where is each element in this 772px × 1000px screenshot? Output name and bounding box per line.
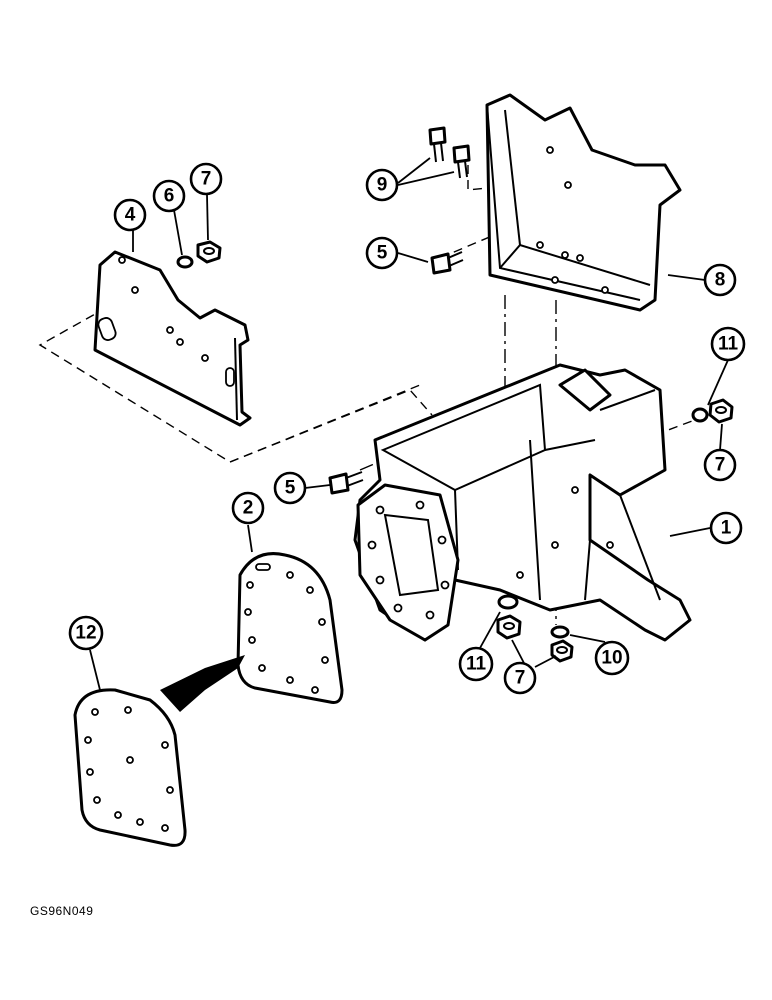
- svg-text:9: 9: [377, 175, 388, 196]
- nut-7-lower-icon: [496, 614, 522, 640]
- svg-text:6: 6: [164, 186, 175, 207]
- nut-7-lower-right-icon: [550, 639, 574, 663]
- callout-2: 2: [231, 491, 265, 525]
- callout-1: 1: [709, 511, 743, 545]
- svg-text:5: 5: [285, 478, 296, 499]
- nut-7-right-icon: [708, 398, 734, 424]
- svg-text:7: 7: [515, 668, 526, 689]
- figure-code: GS96N049: [30, 904, 94, 918]
- cover-plate-part: [236, 552, 344, 704]
- callout-10: 10: [594, 640, 630, 676]
- callout-11-lower: 11: [458, 646, 494, 682]
- callout-8: 8: [703, 263, 737, 297]
- callout-5-lower: 5: [273, 471, 307, 505]
- bolt-9a-icon: [428, 126, 447, 163]
- svg-text:1: 1: [721, 518, 732, 539]
- callout-7-lower: 7: [503, 661, 537, 695]
- washer-11-lower-icon: [497, 594, 519, 610]
- svg-text:4: 4: [125, 205, 136, 226]
- washer-10-icon: [550, 625, 570, 639]
- svg-text:11: 11: [718, 334, 739, 355]
- callout-11-right: 11: [710, 326, 746, 362]
- callout-9: 9: [365, 168, 399, 202]
- gasket-part: [73, 688, 187, 847]
- callout-7-right: 7: [703, 448, 737, 482]
- svg-text:7: 7: [201, 169, 212, 190]
- nut-7-upper-icon: [196, 240, 222, 264]
- leader-lines: [89, 157, 729, 691]
- callout-5-upper: 5: [365, 236, 399, 270]
- svg-text:5: 5: [377, 243, 388, 264]
- callout-7-upper: 7: [189, 162, 223, 196]
- callout-6: 6: [152, 179, 186, 213]
- bolt-5-lower-icon: [328, 471, 364, 495]
- svg-text:11: 11: [466, 654, 487, 675]
- gasket-arrow: [160, 655, 245, 712]
- upper-bracket-part: [485, 93, 682, 312]
- washer-11-right-icon: [691, 407, 709, 423]
- callout-12: 12: [68, 615, 104, 651]
- side-plate-part: [93, 250, 252, 427]
- callout-4: 4: [113, 198, 147, 232]
- washer-6-icon: [176, 255, 194, 269]
- svg-text:7: 7: [715, 455, 726, 476]
- svg-text:12: 12: [75, 623, 96, 644]
- main-frame-part: [353, 363, 692, 642]
- bolt-9b-icon: [452, 144, 471, 179]
- svg-text:10: 10: [601, 648, 622, 669]
- svg-text:2: 2: [243, 498, 254, 519]
- bolt-5-upper-icon: [430, 251, 464, 275]
- svg-text:8: 8: [715, 270, 726, 291]
